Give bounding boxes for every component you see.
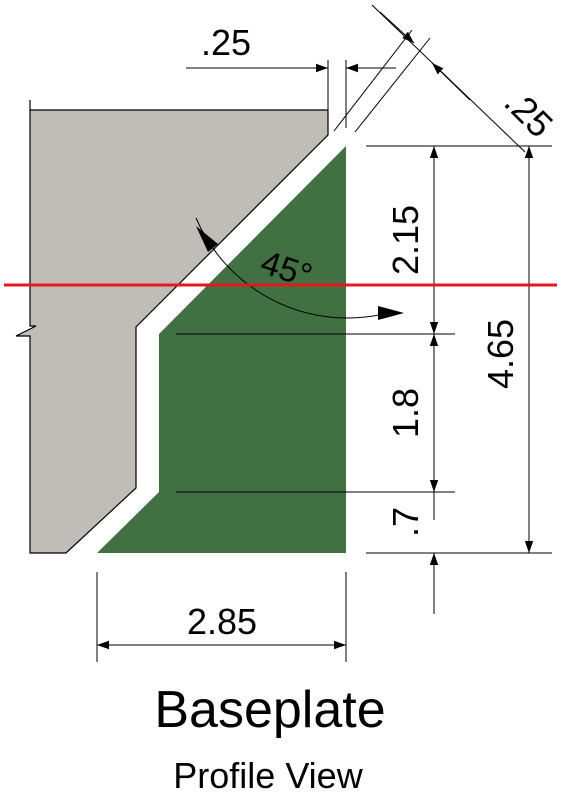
drawing-subtitle: Profile View: [173, 755, 363, 796]
baseplate-body: [97, 146, 346, 553]
gap-diagonal-label: .25: [497, 81, 561, 145]
angle-arrow-top: [196, 226, 218, 252]
height-upper-label: 2.15: [385, 205, 426, 275]
width-base-label: 2.85: [187, 601, 257, 642]
diag-dim-arrow-2: [431, 62, 471, 101]
height-total-label: 4.65: [480, 319, 521, 389]
angle-arrow-right: [378, 306, 404, 320]
gap-top-label: .25: [201, 22, 251, 63]
diag-extension-2: [354, 37, 431, 133]
drawing-title: Baseplate: [154, 681, 385, 739]
height-middle-label: 1.8: [385, 388, 426, 438]
diag-dim-arrow-1: [379, 11, 415, 44]
support-body: [15, 109, 329, 554]
diag-extension-1: [333, 29, 413, 132]
height-lower-label: .7: [385, 507, 426, 537]
